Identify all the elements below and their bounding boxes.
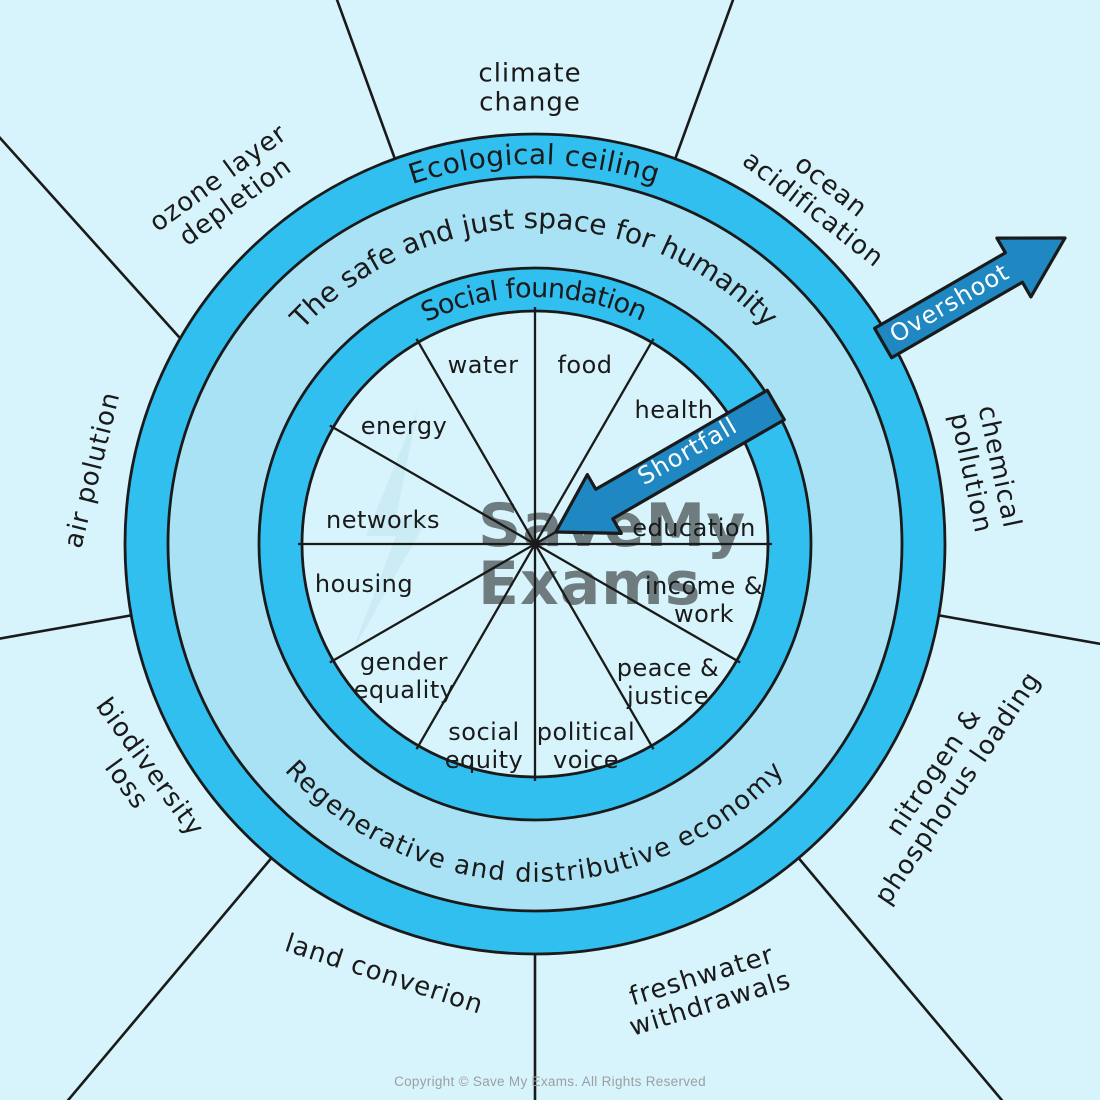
watermark-line2: Exams: [478, 549, 701, 619]
sector-label-health: health: [635, 396, 714, 424]
sector-line: [936, 613, 1100, 646]
label-voice: voice: [553, 746, 619, 774]
copyright-text: Copyright © Save My Exams. All Rights Re…: [394, 1074, 706, 1089]
sector-line: [0, 613, 134, 640]
sector-label-social-equity: social equity: [445, 718, 524, 774]
sector-line: [0, 136, 183, 341]
label-income: income &: [645, 572, 763, 600]
sector-label-networks: networks: [326, 506, 440, 534]
label-social: social: [448, 718, 519, 746]
label-equity: equity: [445, 746, 524, 774]
sector-line: [796, 855, 1004, 1100]
label-water: water: [448, 351, 519, 379]
sector-line: [335, 0, 397, 161]
spoke-line: [534, 338, 655, 545]
sector-label-food: food: [557, 351, 612, 379]
lightning-bolt-watermark-icon: [352, 408, 428, 652]
center-dot: [530, 539, 540, 549]
label-gender: gender: [360, 648, 448, 676]
overshoot-arrow-icon: [872, 236, 1067, 360]
spoke-line: [415, 543, 536, 750]
label-networks: networks: [326, 506, 440, 534]
spoke-line: [534, 543, 655, 750]
label-justice: justice: [626, 682, 709, 710]
sector-label-housing: housing: [315, 570, 413, 598]
spoke-line: [329, 424, 536, 545]
label-energy: energy: [361, 412, 448, 440]
label-change: change: [479, 88, 581, 118]
inner-sector-labels: water food health education income & wor…: [315, 351, 763, 774]
shortfall-arrow-icon: [554, 388, 786, 536]
sector-label-political-voice: political voice: [537, 718, 635, 774]
inner-sector-lines: [298, 307, 772, 781]
sector-label-energy: energy: [361, 412, 448, 440]
sector-line: [66, 855, 274, 1100]
label-food: food: [557, 351, 612, 379]
sector-label-education: education: [632, 514, 756, 542]
spoke-line: [329, 543, 536, 664]
sector-label-water: water: [448, 351, 519, 379]
label-work: work: [674, 600, 734, 628]
label-equality: equality: [354, 676, 455, 704]
label-peace: peace &: [617, 654, 720, 682]
sector-label-gender-equality: gender equality: [354, 648, 455, 704]
label-political: political: [537, 718, 635, 746]
label-climate: climate: [478, 59, 581, 89]
label-education: education: [632, 514, 756, 542]
sector-label-income-work: income & work: [645, 572, 763, 628]
label-health: health: [635, 396, 714, 424]
label-housing: housing: [315, 570, 413, 598]
sector-line: [673, 0, 735, 161]
spoke-line: [415, 338, 536, 545]
sector-label-climate-change: climate change: [478, 59, 581, 118]
spoke-line: [534, 543, 741, 664]
sector-label-peace-justice: peace & justice: [617, 654, 720, 710]
